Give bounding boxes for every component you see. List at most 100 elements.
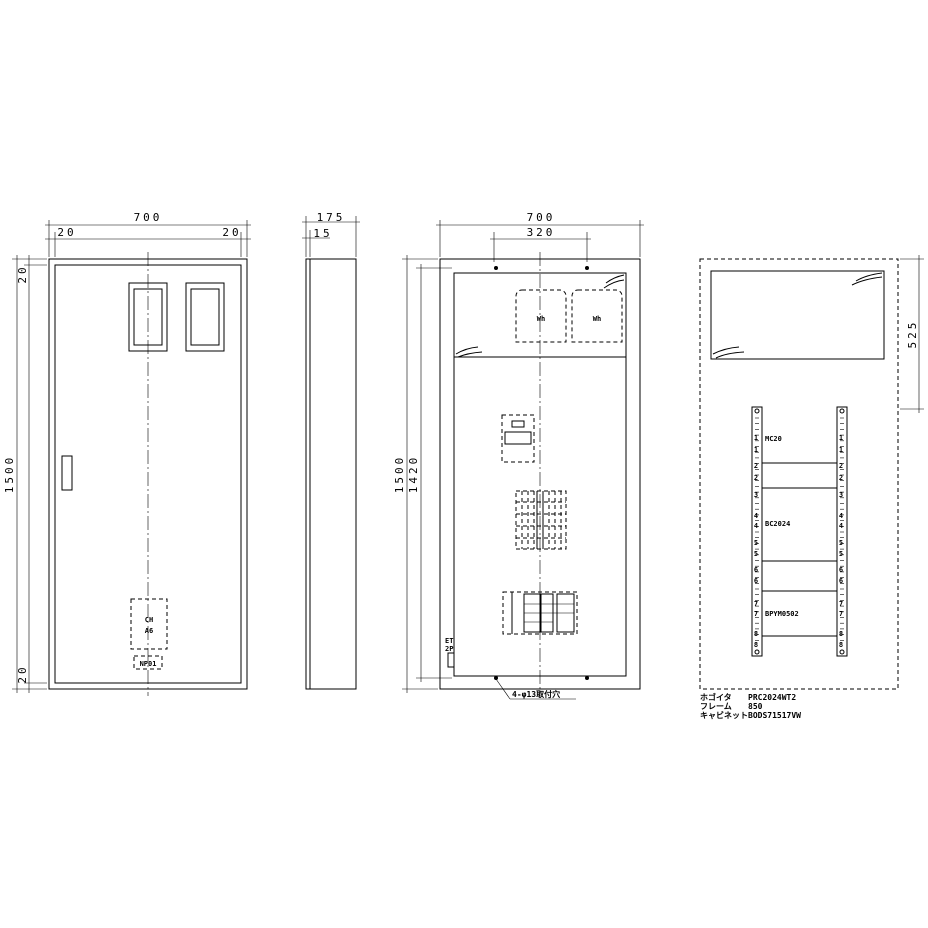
rail-number-left: 2 [754,462,758,470]
meter-box-right [571,289,623,343]
cable-entry-top-right [603,274,625,289]
rail-number-right: 6 [839,566,843,574]
spec-value-protection-plate: PRC2024WT2 [748,693,796,702]
int-inner-height-dim-label: 1420 [407,455,420,494]
rail-number-right: 7 [839,610,843,618]
meter-window-right [185,282,225,352]
earth-terminal-block [447,652,455,668]
frame-label-bc2024: BC2024 [765,520,790,528]
spec-table: ホゴイタ PRC2024WT2 フレーム 850 キャビネット BODS7151… [700,692,801,720]
spec-key-cabinet: キャビネット [700,710,748,720]
rail-number-left: 6 [754,577,758,585]
frame-dashed-outline [699,258,899,690]
screw-top-left [494,266,498,270]
side-outline [305,258,357,690]
frame-label-bpym0502: BPYM0502 [765,610,799,618]
rail-number-left: 1 [754,446,758,454]
rail-number-left: 5 [754,539,758,547]
rail-right-hole-bottom [839,649,845,655]
rail-number-right: 7 [839,600,843,608]
interior-view: Wh Wh [393,211,644,700]
rail-tick-marks [755,417,844,641]
earth-terminal-label-et: ET [445,637,453,645]
main-breaker-group [502,591,578,635]
frame-top-box [710,270,885,360]
side-view: 175 15 [302,211,360,690]
rail-number-left: 8 [754,630,758,638]
int-width-dim-label: 700 [527,211,556,224]
height-dim-label: 1500 [3,455,16,494]
rail-number-left: 8 [754,641,758,649]
rail-right-hole-top [839,408,845,414]
rail-number-left: 4 [754,512,758,520]
rail-number-right: 6 [839,577,843,585]
main-breaker-outline [502,591,578,635]
control-device-dashed [501,414,535,463]
nameplate-dashed [133,655,163,670]
frame-top-dim-label: 525 [906,320,919,349]
rail-number-right: 1 [839,446,843,454]
rail-left-hole-top [754,408,760,414]
frame-cable-mark-bl [712,346,745,359]
front-view: CH A6 NP01 700 20 20 1500 20 20 [3,211,251,696]
top-margin-dim-label: 20 [16,264,29,283]
spec-key-frame: フレーム [700,702,732,711]
width-dim-label: 700 [134,211,163,224]
rail-number-left: 4 [754,522,758,530]
breaker-window-dashed [130,598,168,650]
rail-right [836,406,848,657]
meter-label-right: Wh [593,315,601,323]
spec-value-frame: 850 [748,702,763,711]
rail-number-left: 1 [754,434,758,442]
bottom-margin-dim-label: 20 [16,664,29,683]
rail-number-right: 2 [839,462,843,470]
spec-key-protection-plate: ホゴイタ [700,692,732,702]
mounting-hole-note: 4-φ13取付穴 [512,689,560,699]
rail-number-right: 5 [839,550,843,558]
branch-bank-outline [515,490,567,550]
rail-number-right: 4 [839,512,843,520]
earth-terminal-label-2p: 2P [445,645,453,653]
frame-label-mc20: MC20 [765,435,782,443]
cable-entry-bottom-left [455,346,483,358]
rail-number-left: 7 [754,600,758,608]
rail-left [751,406,763,657]
breaker-label-a6: A6 [145,627,153,635]
frame-cable-mark-tr [851,272,883,286]
screw-top-right [585,266,589,270]
door-handle [61,455,73,491]
edge-right-dim-label: 20 [222,226,241,239]
branch-breaker-bank [515,490,567,550]
rail-number-right: 4 [839,522,843,530]
meter-box-left [515,289,567,343]
frame-dim-label: 15 [313,227,332,240]
rail-number-right: 8 [839,641,843,649]
screw-bottom-right [585,676,589,680]
meter-window-left [128,282,168,352]
rail-number-left: 3 [754,491,758,499]
mounting-hole-leader [495,678,511,700]
rail-number-right: 8 [839,630,843,638]
spec-value-cabinet: BODS71517VW [748,711,801,720]
meter-label-left: Wh [537,315,545,323]
int-inner-width-dim-label: 320 [527,226,556,239]
rail-number-right: 1 [839,434,843,442]
control-device-body [504,431,532,445]
rail-left-hole-bottom [754,649,760,655]
rail-number-right: 3 [839,491,843,499]
rail-number-left: 5 [754,550,758,558]
breaker-label-ch: CH [145,616,153,624]
control-device-window [511,420,525,428]
meter-window-right-inner [190,288,220,346]
edge-left-dim-label: 20 [57,226,76,239]
int-outer-height-dim-label: 1500 [393,455,406,494]
nameplate-label: NP01 [140,660,157,668]
rail-number-right: 5 [839,539,843,547]
rail-number-left: 7 [754,610,758,618]
meter-window-left-inner [133,288,163,346]
depth-dim-label: 175 [317,211,346,224]
rail-number-right: 2 [839,474,843,482]
